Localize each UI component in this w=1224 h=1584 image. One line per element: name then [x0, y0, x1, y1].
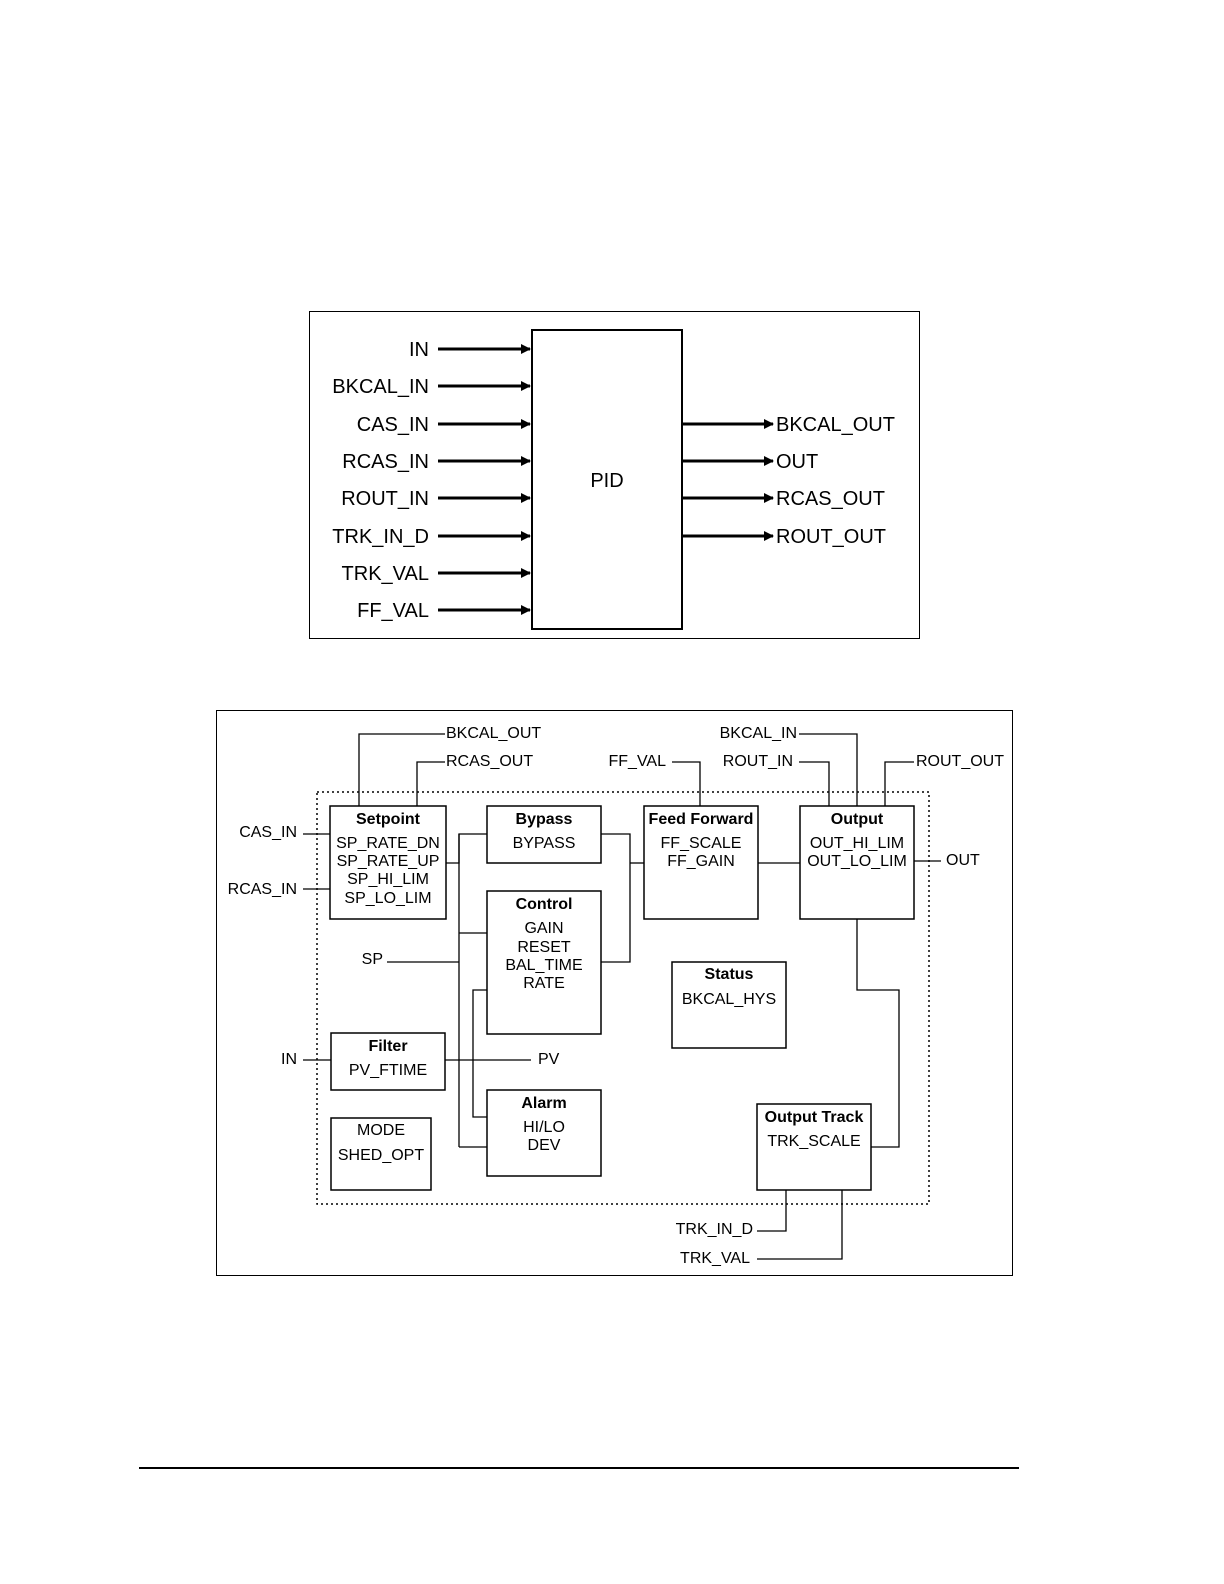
pid-block-diagram: PID IN BKCAL_IN CAS_IN RCAS_IN ROUT_IN T…: [332, 329, 895, 630]
status-title: Status: [705, 966, 754, 983]
setpoint-title: Setpoint: [356, 811, 421, 828]
output-title: Output: [831, 811, 884, 828]
feed-forward-param: FF_GAIN: [667, 853, 735, 870]
signal-wires: [303, 733, 941, 1260]
wire-output-track: [856, 919, 900, 1148]
output-block: [799, 805, 915, 920]
signal-label-pv: PV: [538, 1051, 560, 1068]
pid-block: [531, 329, 683, 630]
control-block: [486, 890, 602, 1035]
feed-forward-title: Feed Forward: [649, 811, 754, 828]
alarm-title: Alarm: [521, 1095, 566, 1112]
signal-label-out: OUT: [946, 852, 980, 869]
wire-setpoint-bypass: [446, 833, 487, 864]
pid-schematic-figure: Setpoint SP_RATE_DN SP_RATE_UP SP_HI_LIM…: [216, 710, 1013, 1276]
status-param: BKCAL_HYS: [682, 991, 776, 1008]
output-track-block: [756, 1103, 872, 1191]
input-label-rcas-in: RCAS_IN: [342, 451, 429, 473]
pid-block-figure: PID IN BKCAL_IN CAS_IN RCAS_IN ROUT_IN T…: [309, 311, 920, 639]
signal-label-trk-in-d: TRK_IN_D: [676, 1221, 753, 1238]
control-title: Control: [516, 896, 573, 913]
wire-pv-bus: [472, 989, 487, 1118]
signal-labels: BKCAL_OUT RCAS_OUT FF_VAL BKCAL_IN ROUT_…: [228, 725, 1005, 1267]
setpoint-param: SP_HI_LIM: [347, 871, 429, 888]
input-label-cas-in: CAS_IN: [357, 414, 429, 436]
signal-label-rcas-in: RCAS_IN: [228, 881, 297, 898]
signal-label-rcas-out: RCAS_OUT: [446, 753, 533, 770]
signal-label-bkcal-out: BKCAL_OUT: [446, 725, 541, 742]
bypass-param: BYPASS: [513, 835, 576, 852]
pid-block-label: PID: [590, 470, 623, 492]
output-label-out: OUT: [776, 451, 818, 473]
schematic-blocks: [329, 805, 915, 1191]
filter-param: PV_FTIME: [349, 1062, 427, 1079]
function-block-boundary: [316, 791, 930, 1205]
alarm-param: DEV: [528, 1137, 561, 1154]
output-track-param: TRK_SCALE: [767, 1133, 860, 1150]
output-label-rout-out: ROUT_OUT: [776, 526, 886, 548]
input-label-in: IN: [409, 339, 429, 361]
wire-trk-val: [757, 1190, 843, 1260]
wire-rcas-out: [416, 761, 445, 806]
input-label-bkcal-in: BKCAL_IN: [332, 376, 429, 398]
feed-forward-param: FF_SCALE: [661, 835, 742, 852]
control-param: RESET: [517, 939, 571, 956]
signal-label-trk-val: TRK_VAL: [680, 1250, 750, 1267]
input-label-ff-val: FF_VAL: [357, 600, 429, 622]
signal-label-ff-val: FF_VAL: [609, 753, 667, 770]
filter-title: Filter: [368, 1038, 407, 1055]
setpoint-param: SP_RATE_DN: [336, 835, 440, 852]
alarm-block: [486, 1089, 602, 1177]
mode-title: MODE: [357, 1122, 405, 1139]
status-block: [671, 961, 787, 1049]
filter-block: [330, 1032, 446, 1091]
bypass-block: [486, 805, 602, 864]
pid-schematic-diagram: Setpoint SP_RATE_DN SP_RATE_UP SP_HI_LIM…: [228, 725, 1005, 1267]
control-param: RATE: [523, 975, 564, 992]
pid-inputs: IN BKCAL_IN CAS_IN RCAS_IN ROUT_IN TRK_I…: [332, 339, 531, 622]
output-param: OUT_LO_LIM: [807, 853, 907, 870]
bypass-title: Bypass: [516, 811, 573, 828]
signal-label-sp: SP: [362, 951, 383, 968]
signal-label-rout-out: ROUT_OUT: [916, 753, 1004, 770]
control-param: BAL_TIME: [505, 957, 582, 974]
setpoint-block: [329, 805, 447, 920]
setpoint-param: SP_LO_LIM: [344, 890, 431, 907]
wire-trk-in-d: [757, 1190, 787, 1232]
input-label-trk-in-d: TRK_IN_D: [332, 526, 429, 548]
signal-label-rout-in: ROUT_IN: [723, 753, 793, 770]
output-label-bkcal-out: BKCAL_OUT: [776, 414, 895, 436]
pid-outputs: BKCAL_OUT OUT RCAS_OUT ROUT_OUT: [682, 414, 895, 548]
signal-label-bkcal-in: BKCAL_IN: [720, 725, 797, 742]
mode-block: [330, 1117, 432, 1191]
output-param: OUT_HI_LIM: [810, 835, 904, 852]
control-param: GAIN: [524, 920, 563, 937]
wire-bypass-control: [601, 833, 631, 963]
wire-rout-out: [884, 761, 914, 806]
mode-param: SHED_OPT: [338, 1147, 424, 1164]
footer-rule: [139, 1467, 1019, 1469]
signal-label-in: IN: [281, 1051, 297, 1068]
wire-bkcal-out: [358, 733, 445, 806]
signal-label-cas-in: CAS_IN: [239, 824, 297, 841]
alarm-param: HI/LO: [523, 1119, 565, 1136]
input-label-rout-in: ROUT_IN: [341, 488, 429, 510]
output-label-rcas-out: RCAS_OUT: [776, 488, 885, 510]
input-label-trk-val: TRK_VAL: [342, 563, 429, 585]
feed-forward-block: [643, 805, 759, 920]
output-track-title: Output Track: [765, 1109, 864, 1126]
wire-bkcal-in: [799, 733, 858, 806]
wire-rout-in: [799, 761, 830, 806]
setpoint-param: SP_RATE_UP: [337, 853, 440, 870]
wire-ff-val: [672, 761, 701, 806]
block-texts: Setpoint SP_RATE_DN SP_RATE_UP SP_HI_LIM…: [336, 811, 907, 1164]
